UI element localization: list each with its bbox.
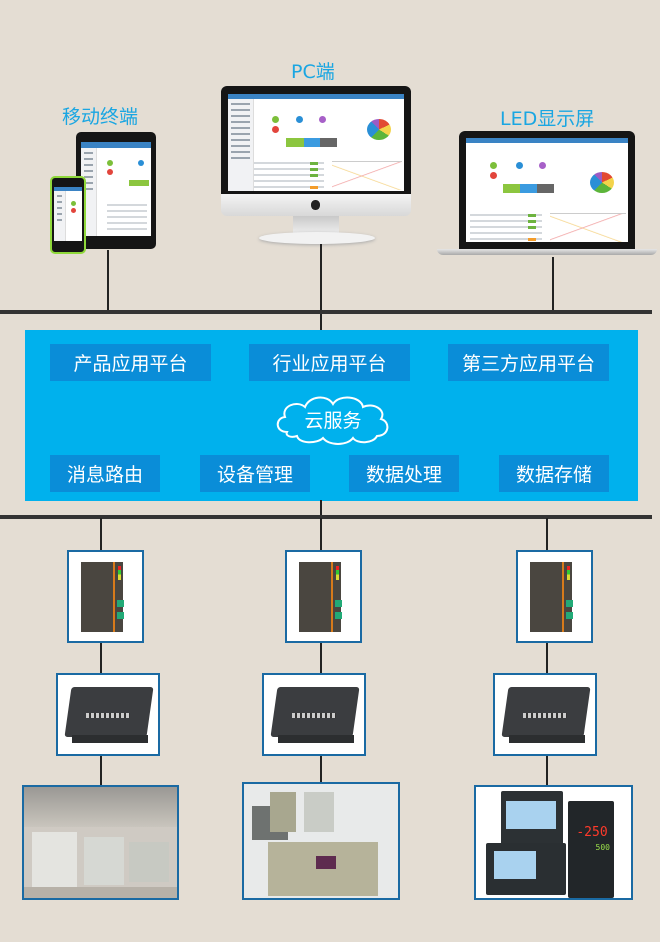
control-panel-icon — [304, 792, 334, 832]
connector-column-1 — [100, 518, 102, 786]
cloud-services-panel: 产品应用平台 行业应用平台 第三方应用平台 云服务 消息路由 设备管理 数据处理… — [25, 330, 638, 501]
apple-logo-icon — [311, 200, 320, 210]
gateway-icon — [530, 562, 572, 632]
monitor-stand — [293, 216, 339, 234]
cloud-service-badge: 云服务 — [273, 392, 393, 446]
device-bus-line — [0, 515, 652, 519]
gateway-icon — [81, 562, 123, 632]
client-bus-line — [0, 310, 652, 314]
platform-product: 产品应用平台 — [50, 344, 211, 381]
machine-icon — [32, 832, 77, 894]
monitor-chin — [221, 194, 411, 216]
tank-icon — [268, 842, 378, 896]
laptop-base — [437, 249, 657, 255]
connector-cloud-down — [320, 500, 322, 516]
equipment-digital-controllers: -250 500 — [474, 785, 633, 900]
service-message-routing: 消息路由 — [50, 455, 160, 492]
mobile-devices-image — [48, 132, 160, 254]
client-label-led: LED显示屏 — [500, 108, 595, 130]
plc-device-1 — [56, 673, 160, 756]
connector-column-2 — [320, 518, 322, 784]
service-device-management: 设备管理 — [200, 455, 310, 492]
monitor-base — [259, 232, 375, 244]
controller-icon — [501, 791, 563, 851]
service-data-storage: 数据存储 — [499, 455, 609, 492]
equipment-industrial-machines — [22, 785, 179, 900]
client-label-mobile: 移动终端 — [62, 106, 139, 128]
client-label-pc: PC端 — [291, 61, 335, 83]
equipment-dosing-system — [242, 782, 400, 900]
platform-industry: 行业应用平台 — [249, 344, 410, 381]
service-data-processing: 数据处理 — [349, 455, 459, 492]
gateway-device-3 — [516, 550, 593, 643]
gateway-device-2 — [285, 550, 362, 643]
plc-icon — [270, 687, 360, 737]
connector-column-3 — [546, 518, 548, 786]
cloud-service-label: 云服务 — [304, 410, 362, 432]
plc-icon — [501, 687, 591, 737]
connector-led — [552, 257, 554, 312]
connector-pc — [320, 244, 322, 332]
connector-mobile — [107, 250, 109, 312]
cloud-icon — [276, 396, 389, 445]
controller-display-value: -250 — [576, 825, 608, 840]
plc-device-2 — [262, 673, 366, 756]
gateway-icon — [299, 562, 341, 632]
led-display-image — [434, 131, 660, 257]
tablet-icon — [76, 132, 156, 249]
controller-secondary-value: 500 — [595, 843, 610, 852]
gateway-device-1 — [67, 550, 144, 643]
plc-icon — [64, 687, 154, 737]
pc-monitor-image — [221, 86, 411, 246]
plc-device-3 — [493, 673, 597, 756]
phone-icon — [50, 176, 86, 254]
platform-third-party: 第三方应用平台 — [448, 344, 609, 381]
